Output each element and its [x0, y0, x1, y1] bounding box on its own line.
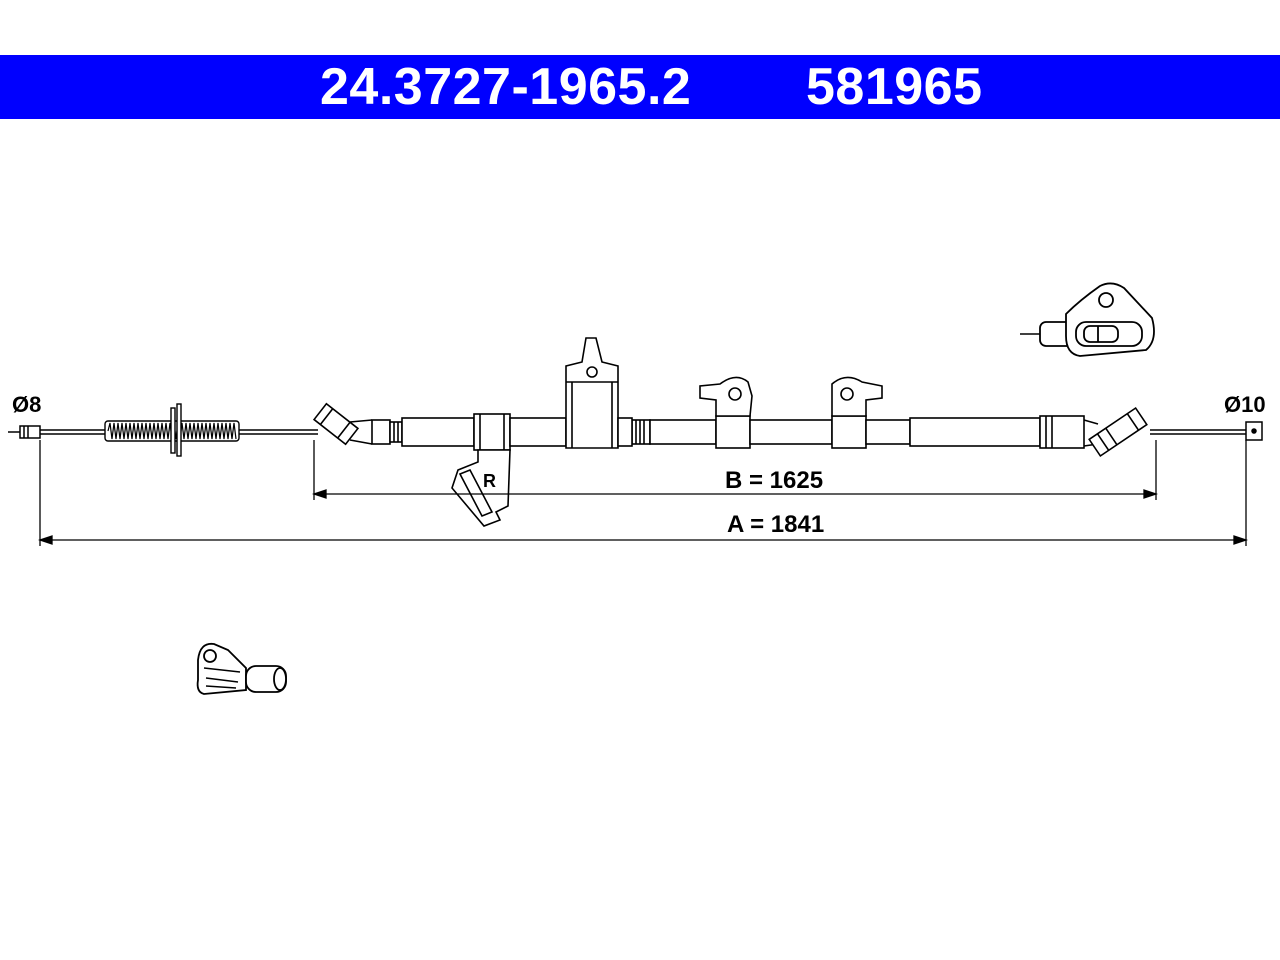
cable-end-connector-icon [196, 642, 287, 695]
dimension-b-label: B = 1625 [725, 467, 823, 494]
title-bar: 24.3727-1965.2 581965 [0, 55, 1280, 119]
mounting-tab-1 [699, 376, 753, 417]
right-cable-end [1150, 421, 1263, 441]
dimension-a-line [37, 440, 1249, 546]
side-marker-label: R [483, 471, 496, 491]
return-spring [104, 403, 318, 457]
mounting-tab-2 [831, 376, 883, 417]
cable-end-eyelet-icon [1020, 282, 1155, 357]
cable-sheath [371, 413, 1085, 451]
left-cable-end [8, 425, 105, 439]
clip-r [451, 449, 511, 527]
dimension-a-label: A = 1841 [727, 511, 824, 538]
mounting-bracket-center [565, 337, 633, 449]
part-number: 24.3727-1965.2 [320, 58, 692, 116]
diameter-right-label: Ø10 [1224, 392, 1266, 417]
reference-number: 581965 [806, 58, 983, 116]
diameter-left-label: Ø8 [12, 392, 41, 417]
left-end-fitting [312, 402, 373, 446]
dimension-b-line [311, 440, 1159, 500]
right-end-fitting [1083, 406, 1148, 458]
